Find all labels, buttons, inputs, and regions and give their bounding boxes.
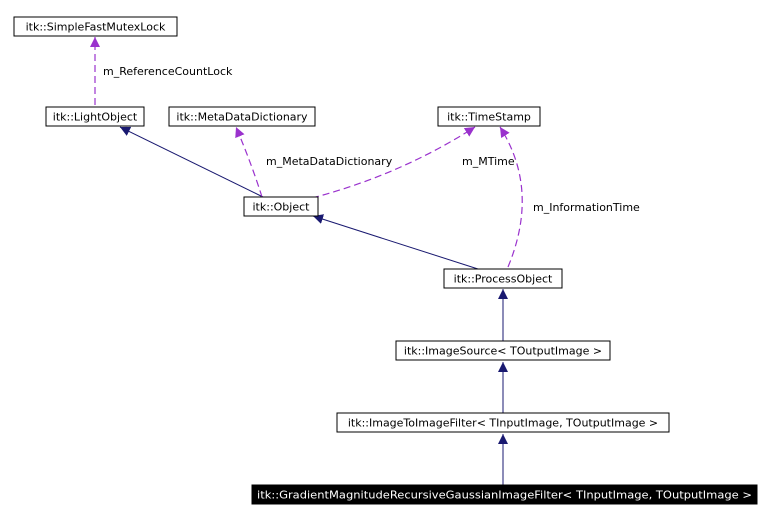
- inheritance-edges: [119, 126, 508, 485]
- node-label: itk::Object: [253, 201, 311, 214]
- node-label: itk::ImageSource< TOutputImage >: [404, 345, 602, 358]
- node-label: itk::ProcessObject: [454, 273, 553, 286]
- node-processobject[interactable]: itk::ProcessObject: [443, 268, 563, 289]
- edge-informationtime: [499, 126, 523, 268]
- node-object[interactable]: itk::Object: [243, 196, 319, 217]
- edge-object-to-lightobject: [119, 126, 264, 198]
- node-label: itk::SimpleFastMutexLock: [26, 21, 166, 34]
- node-timestamp[interactable]: itk::TimeStamp: [437, 106, 541, 127]
- node-label: itk::LightObject: [53, 111, 138, 124]
- edge-processobject-to-object: [312, 214, 479, 270]
- edge-label-metadatadictionary: m_MetaDataDictionary: [266, 155, 393, 168]
- node-simplefastmutexlock[interactable]: itk::SimpleFastMutexLock: [13, 16, 178, 37]
- node-lightobject[interactable]: itk::LightObject: [45, 106, 145, 127]
- edge-metadatadictionary: [235, 126, 263, 198]
- node-imagetoimagefilter[interactable]: itk::ImageToImageFilter< TInputImage, TO…: [336, 412, 670, 433]
- edge-mtime: [311, 126, 476, 199]
- member-edges: [90, 37, 523, 268]
- edge-label-mtime: m_MTime: [462, 155, 515, 168]
- node-imagesource[interactable]: itk::ImageSource< TOutputImage >: [395, 340, 611, 361]
- node-label: itk::TimeStamp: [447, 111, 531, 124]
- node-label: itk::GradientMagnitudeRecursiveGaussianI…: [257, 489, 752, 502]
- edge-label-informationtime: m_InformationTime: [533, 201, 640, 214]
- node-gradientmagnituderecursivegaussianimagefilter[interactable]: itk::GradientMagnitudeRecursiveGaussianI…: [251, 484, 758, 505]
- node-label: itk::MetaDataDictionary: [176, 111, 308, 124]
- node-metadatadictionary[interactable]: itk::MetaDataDictionary: [168, 106, 316, 127]
- node-label: itk::ImageToImageFilter< TInputImage, TO…: [348, 417, 658, 430]
- edge-label-refcountlock: m_ReferenceCountLock: [103, 65, 233, 78]
